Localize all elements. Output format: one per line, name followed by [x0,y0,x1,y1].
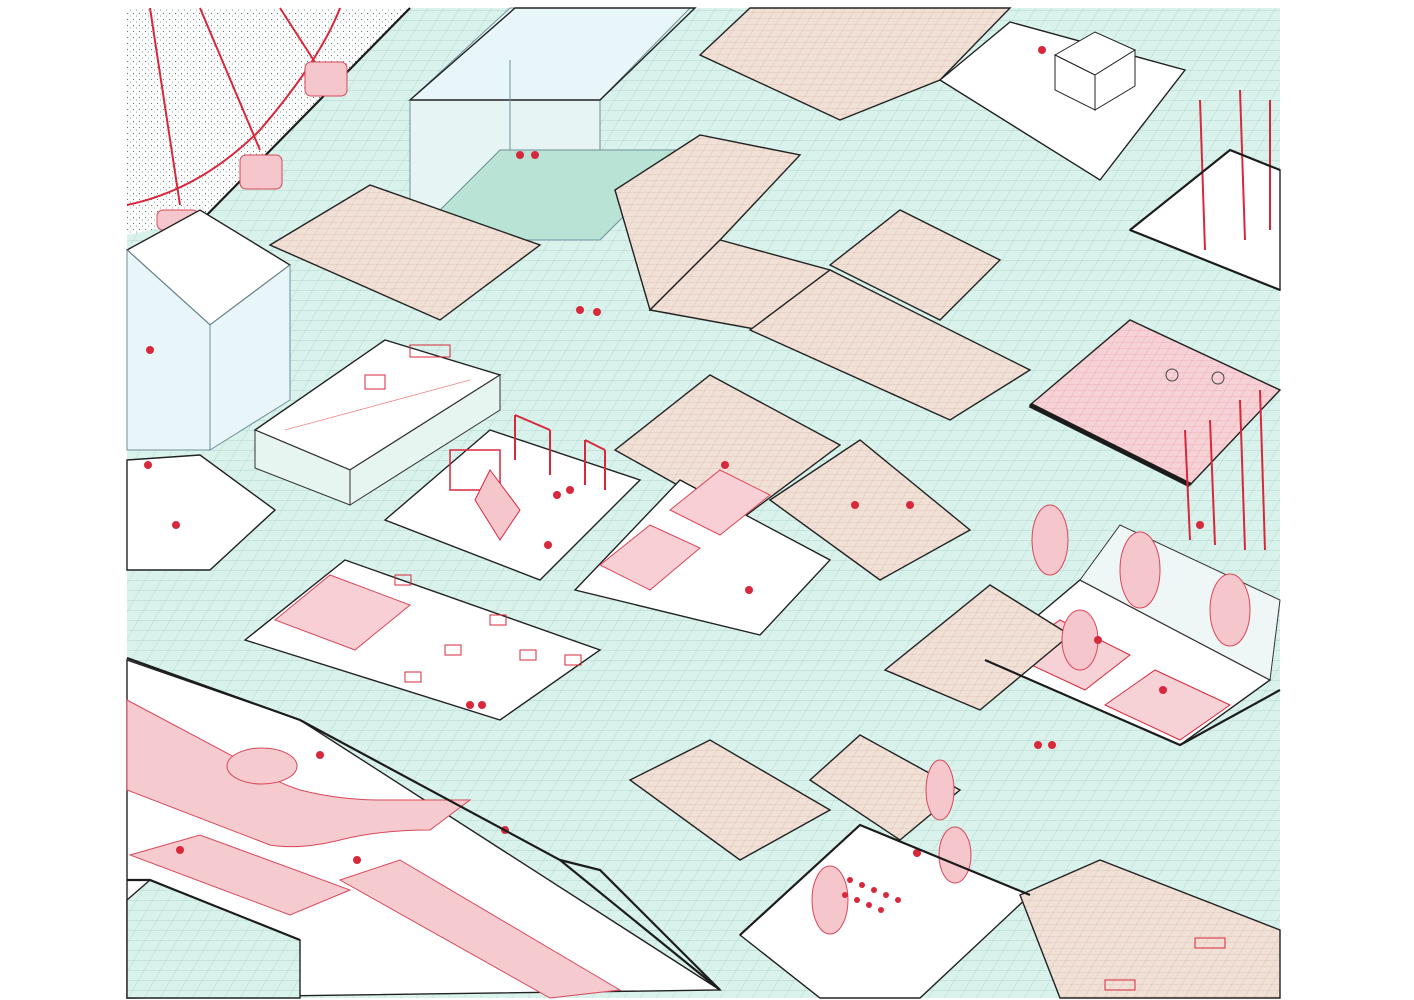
tile-terrace-right [828,209,1002,321]
tent-cafe-roof [243,559,602,721]
tile-terrace-middle [748,269,1032,421]
playground-slide [449,449,521,541]
tile-terrace-umbrellas [768,439,972,581]
exercise-group [842,877,901,913]
tile-roof-top-center [698,7,1012,121]
white-roof-top-right [938,21,1187,181]
tile-roof-left [268,184,542,321]
market-roof [573,469,832,636]
cafe-tables [364,344,582,683]
swing-set [514,414,606,490]
tile-garden-center [614,134,802,312]
people-figures [144,46,1204,864]
mini-golf-roof [126,659,723,999]
tile-terrace-lower-right [808,734,962,841]
buddha-statues [1165,368,1225,385]
roof-edges [126,148,1281,991]
trees [811,89,1271,935]
cafe-roof [253,339,502,506]
tile-terrace-bottom-right [1019,859,1281,999]
stair-tower [125,209,292,451]
building-bottom-left [126,879,301,999]
picnic-tables [1104,937,1226,991]
ferris-wheel [126,7,348,231]
tile-terrace-lower [628,739,832,861]
greenhouse [408,7,697,241]
court-roof-left [126,454,277,571]
buddha-pavilion [1028,319,1282,488]
bamboo-grove [1184,389,1266,551]
